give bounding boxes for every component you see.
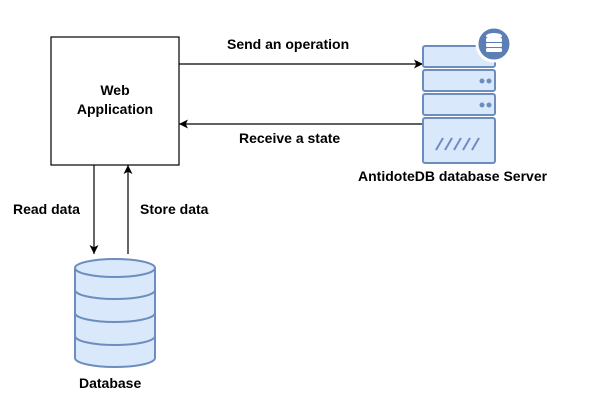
- web-application-box[interactable]: [50, 36, 180, 166]
- web-application-title-line1: Web: [100, 82, 130, 98]
- database-badge-icon: [475, 25, 513, 63]
- web-application-title: Web Application: [51, 81, 179, 119]
- send-operation-label: Send an operation: [227, 36, 350, 52]
- server-icon[interactable]: [422, 45, 496, 164]
- web-application-title-line2: Application: [76, 101, 154, 117]
- read-data-label: Read data: [13, 201, 80, 217]
- database-label: Database: [79, 375, 142, 391]
- server-label: AntidoteDB database Server: [358, 168, 548, 184]
- database-icon[interactable]: [74, 258, 156, 368]
- store-data-label: Store data: [140, 201, 209, 217]
- receive-state-label: Receive a state: [239, 130, 341, 146]
